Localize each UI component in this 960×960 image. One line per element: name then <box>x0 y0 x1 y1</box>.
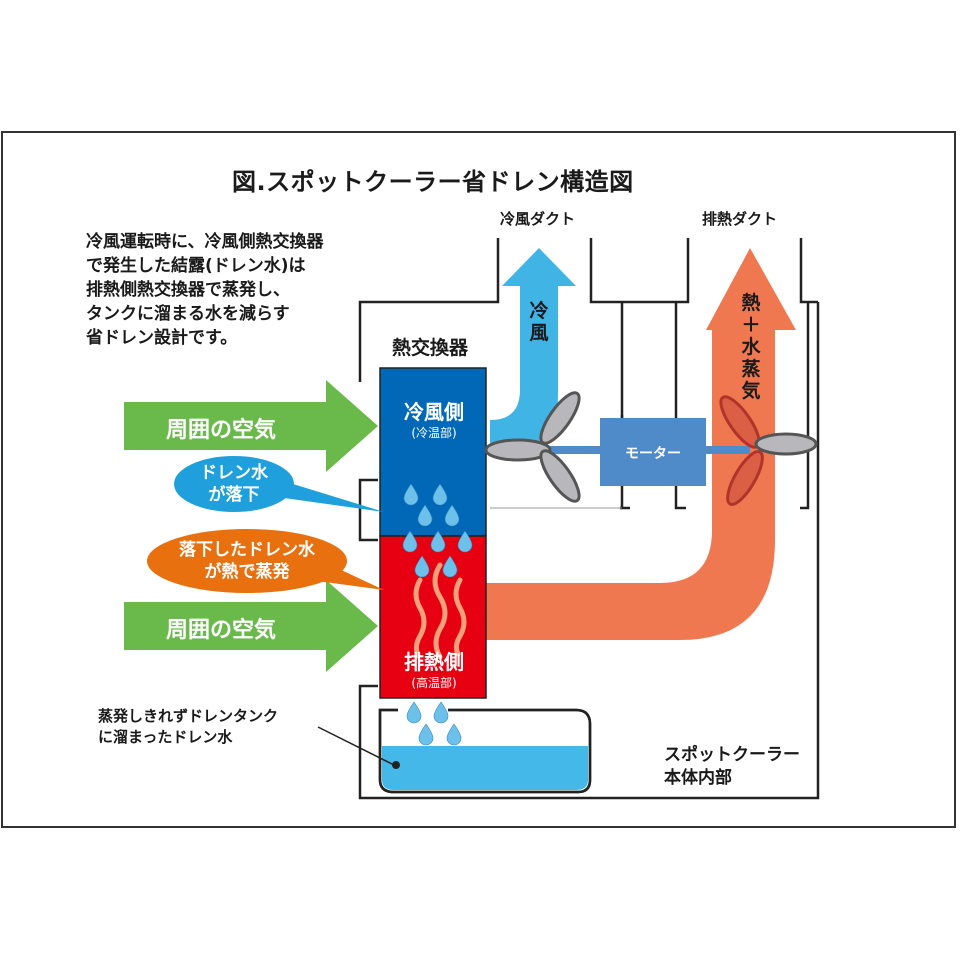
ambient-air-label-bottom: 周囲の空気 <box>166 618 277 643</box>
cold-duct-label: 冷風ダクト <box>500 210 576 228</box>
callout-line: ドレン水 <box>200 463 268 483</box>
tank-label-line: に溜まったドレン水 <box>98 728 233 746</box>
exhaust-char: ＋ <box>741 314 761 336</box>
callout-line: が熱で蒸発 <box>204 562 290 582</box>
diagram-title: 図.スポットクーラー省ドレン構造図 <box>232 168 634 196</box>
tank-leader-dot <box>392 761 400 769</box>
exhaust-char: 水 <box>741 336 761 358</box>
exhaust-char: 蒸 <box>741 358 761 380</box>
callout-drain-falls: ドレン水 が落下 <box>174 462 294 506</box>
description: 冷風運転時に、冷風側熱交換器 で発生した結露(ドレン水)は 排熱側熱交換器で蒸発… <box>86 230 324 350</box>
description-line: 冷風運転時に、冷風側熱交換器 <box>86 232 324 252</box>
description-line: 排熱側熱交換器で蒸発し、 <box>86 280 290 300</box>
unit-main-wall <box>358 302 820 800</box>
description-line: 省ドレン設計です。 <box>86 328 238 348</box>
cold-duct-left-wall <box>358 238 500 382</box>
heat-exchanger-label: 熱交換器 <box>392 337 469 359</box>
tank-water-label: 蒸発しきれずドレンタンク に溜まったドレン水 <box>98 706 278 748</box>
tank-water <box>382 746 588 790</box>
fan-right-blade <box>754 432 818 456</box>
ambient-air-arrow-top <box>124 380 378 472</box>
exhaust-duct-label: 排熱ダクト <box>702 210 778 228</box>
ambient-air-arrow-bottom <box>124 580 378 672</box>
ambient-air-label-top: 周囲の空気 <box>166 418 277 443</box>
fan-left-icon <box>484 391 581 503</box>
exhaust-arrow <box>486 248 796 640</box>
hot-side-sublabel: (高温部) <box>411 676 457 690</box>
exhaust-char: 熱 <box>741 292 761 314</box>
cold-side-sublabel: (冷温部) <box>411 426 457 440</box>
exhaust-label: 熱 ＋ 水 蒸 気 <box>738 292 764 402</box>
callout-bubble-orange <box>147 529 347 593</box>
partition <box>674 480 686 510</box>
unit-outline <box>358 238 820 800</box>
cold-duct-right-wall <box>589 238 690 304</box>
unit-interior-line: 本体内部 <box>664 768 732 788</box>
tank-drops-icon <box>406 701 462 746</box>
exhaust-char: 気 <box>741 380 761 402</box>
callout-tail-blue <box>270 480 384 512</box>
motor-label: モーター <box>625 446 681 462</box>
cold-air-text: 冷風 <box>529 300 549 344</box>
callout-drain-evaporates: 落下したドレン水 が熱で蒸発 <box>147 539 347 583</box>
description-line: タンクに溜まる水を減らす <box>86 304 290 324</box>
callout-line: 落下したドレン水 <box>179 540 315 560</box>
heat-waves-icon <box>413 562 467 660</box>
fan-right-icon <box>719 395 764 506</box>
motor-box <box>600 418 706 486</box>
callout-line: が落下 <box>208 485 260 505</box>
tank-label-line: 蒸発しきれずドレンタンク <box>98 707 279 725</box>
hx-cold-side <box>379 367 487 537</box>
unit-interior-label: スポットクーラー 本体内部 <box>664 744 800 790</box>
water-drops-icon <box>402 483 473 578</box>
hx-bracket <box>358 478 378 542</box>
cold-side-label: 冷風側 <box>404 400 464 424</box>
tank-leader-line <box>317 726 395 766</box>
exhaust-inner-wall <box>800 302 810 510</box>
hx-hot-side <box>379 535 487 699</box>
drain-tank-outline <box>378 708 592 794</box>
cold-air-arrow <box>490 248 576 452</box>
exhaust-duct-right-wall <box>799 238 818 304</box>
unit-interior-line: スポットクーラー <box>664 745 800 765</box>
cold-air-label: 冷風 <box>526 300 552 344</box>
description-line: で発生した結露(ドレン水)は <box>86 256 306 276</box>
callout-bubble-blue <box>174 456 294 512</box>
hot-side-label: 排熱側 <box>404 650 464 674</box>
